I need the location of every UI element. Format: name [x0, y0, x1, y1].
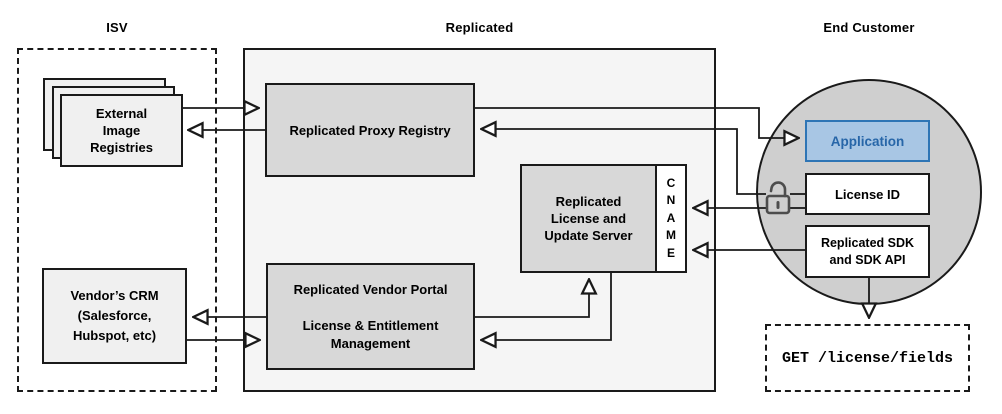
section-label-replicated: Replicated — [445, 20, 514, 35]
application-box: Application — [805, 120, 930, 162]
isv-boundary-box — [17, 48, 217, 392]
replicated-sdk-label: Replicated SDK and SDK API — [820, 235, 915, 267]
external-image-registries-box: External Image Registries — [60, 94, 183, 167]
external-image-registries-label: External Image Registries — [90, 106, 153, 155]
cname-box: C N A M E — [655, 164, 687, 273]
replicated-proxy-registry-box: Replicated Proxy Registry — [265, 83, 475, 177]
vendor-crm-label: Vendor’s CRM (Salesforce, Hubspot, etc) — [70, 288, 159, 343]
section-label-isv: ISV — [106, 20, 128, 35]
vendor-portal-box: Replicated Vendor Portal License & Entit… — [266, 263, 475, 370]
replicated-proxy-registry-label: Replicated Proxy Registry — [289, 122, 451, 138]
vendor-portal-label: Replicated Vendor Portal License & Entit… — [293, 281, 448, 351]
license-update-server-label: Replicated License and Update Server — [544, 194, 633, 243]
license-id-label: License ID — [834, 186, 901, 202]
replicated-sdk-box: Replicated SDK and SDK API — [805, 225, 930, 278]
license-id-box: License ID — [805, 173, 930, 215]
section-label-end-customer: End Customer — [823, 20, 915, 35]
get-license-fields-box: GET /license/fields — [765, 324, 970, 392]
cname-label: C N A M E — [666, 175, 676, 260]
license-update-server-box: Replicated License and Update Server — [520, 164, 657, 273]
vendor-crm-box: Vendor’s CRM (Salesforce, Hubspot, etc) — [42, 268, 187, 364]
get-license-fields-label: GET /license/fields — [781, 349, 954, 367]
application-label: Application — [830, 133, 905, 149]
